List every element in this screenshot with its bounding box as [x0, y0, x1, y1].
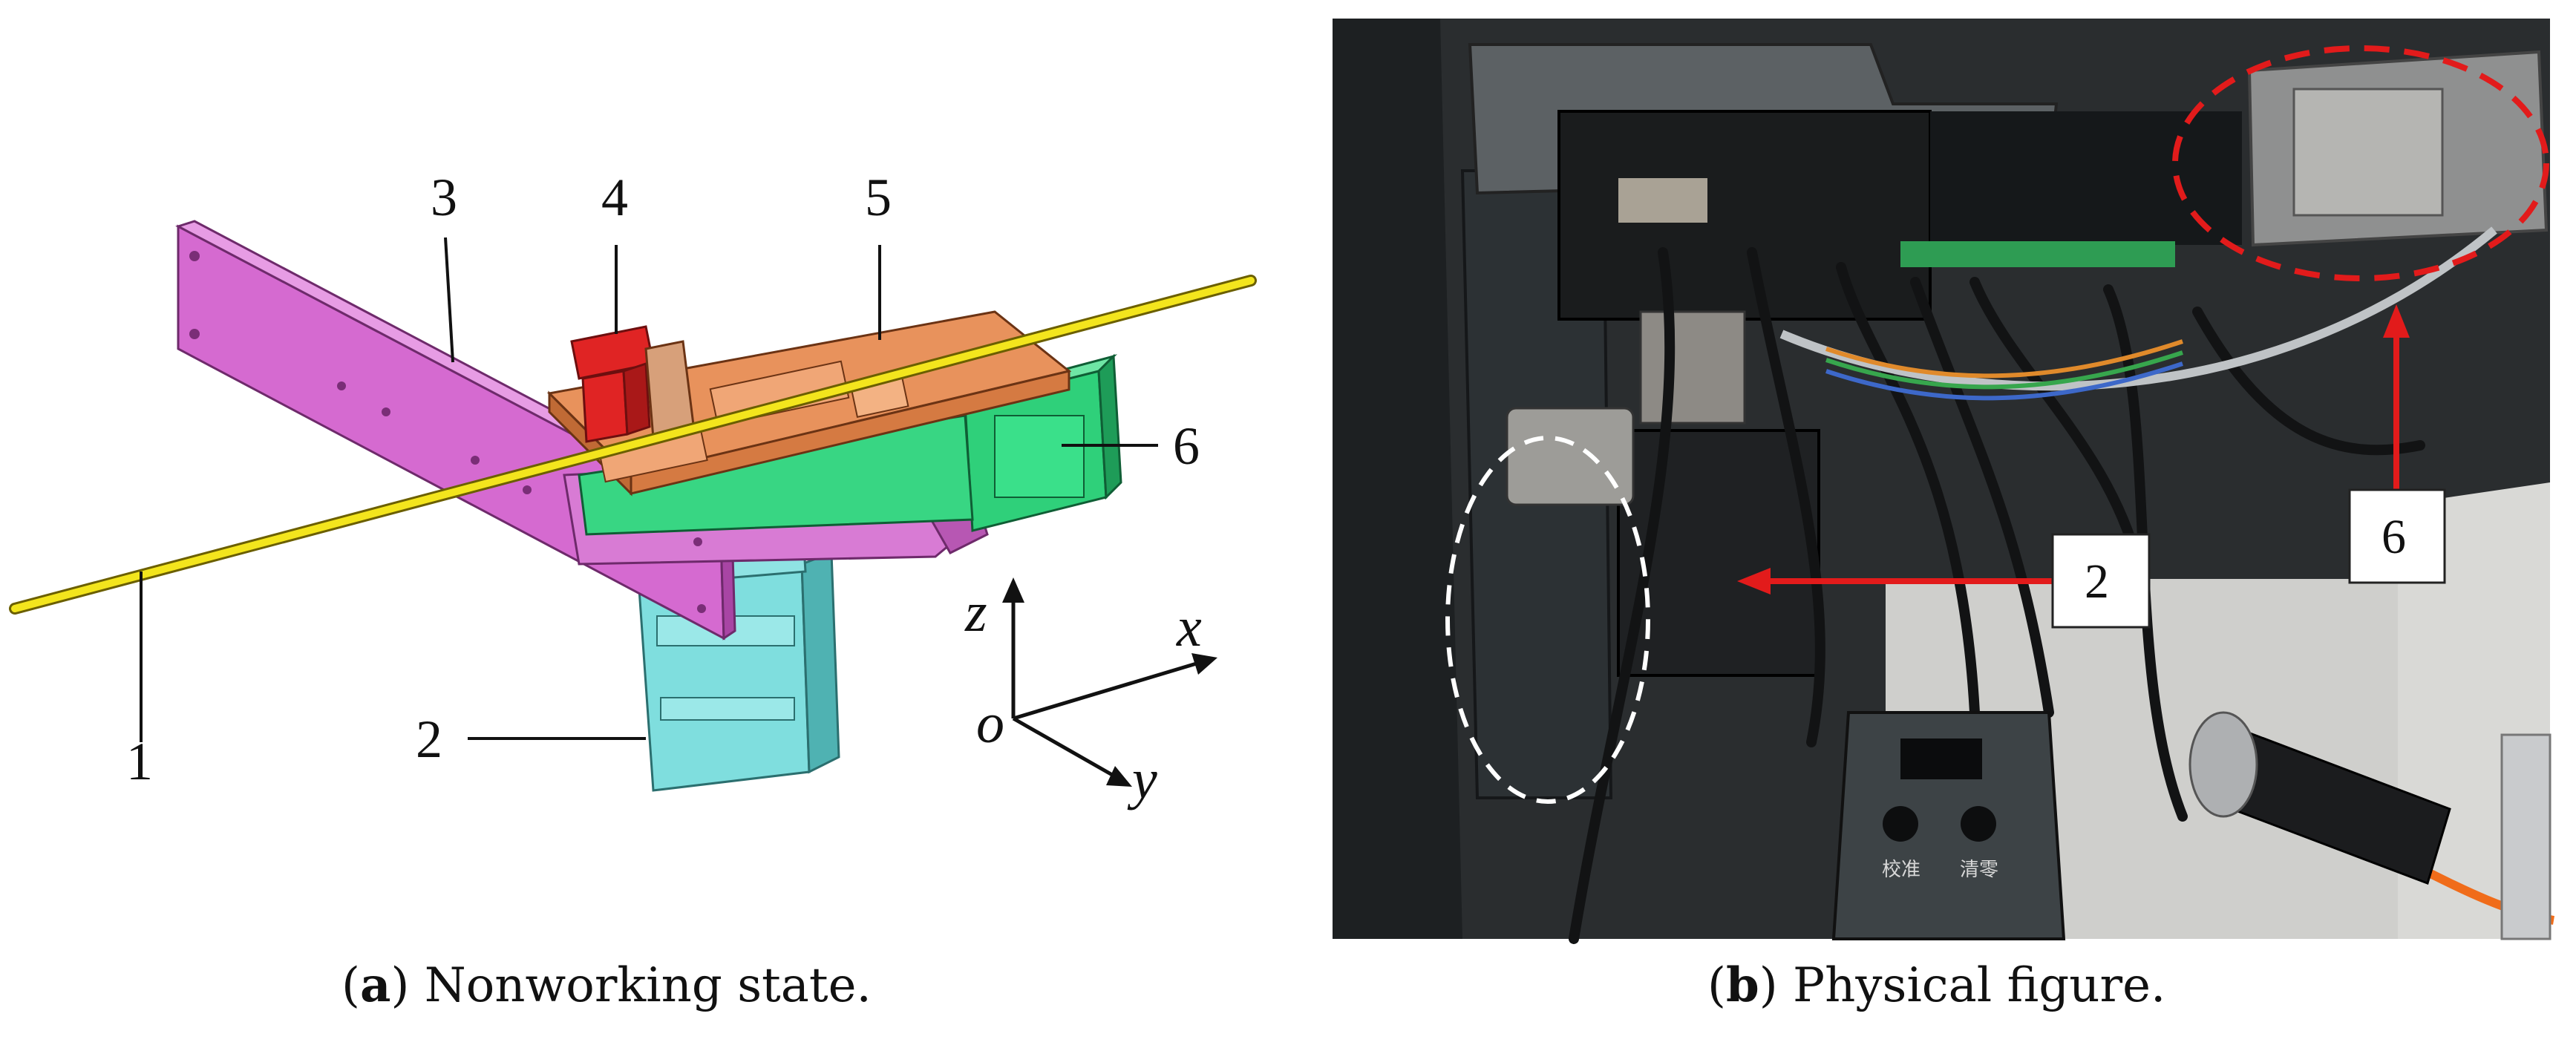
caption-b-letter: b	[1725, 957, 1759, 1013]
part-label-1: 1	[126, 732, 153, 791]
green-wire	[1825, 350, 2183, 390]
coupler	[1639, 310, 1746, 425]
enclosure-door	[1333, 19, 1462, 939]
motor-body	[2292, 88, 2444, 217]
red-clamp-part-4	[570, 325, 696, 443]
highlight-ellipse-motor-6	[2172, 45, 2549, 281]
axis-label-y: y	[1127, 748, 1157, 810]
cad-drawing: 1 2 3 4 5 6 z x y o	[9, 168, 1257, 810]
callout-arrowhead-2	[1737, 568, 1771, 595]
yellow-wire-part-1	[11, 277, 1255, 612]
callout-label-6: 6	[2382, 510, 2406, 564]
axis-label-x: x	[1176, 596, 1202, 658]
pcb-strip	[1900, 241, 2175, 267]
photo-illustration: 校准 清零 2 6	[1333, 19, 2554, 944]
callout-box-2	[2051, 533, 2151, 629]
panel-a-cad-view: 1 2 3 4 5 6 z x y o	[9, 168, 1257, 810]
upper-carriage	[1930, 111, 2242, 245]
device-button-label-zero: 清零	[1960, 859, 1998, 881]
green-motor-part-6	[578, 353, 1122, 536]
part-label-6: 6	[1173, 416, 1200, 476]
caption-panel-a: (a) Nonworking state.	[341, 957, 872, 1013]
motor-bracket	[1557, 110, 1932, 321]
orange-wire	[1825, 339, 2183, 379]
caption-b-text: Physical figure.	[1777, 958, 2166, 1013]
sensor-cylinder	[2188, 711, 2552, 940]
control-box	[1831, 711, 2066, 940]
shaft-bearing	[1506, 407, 1635, 506]
blue-wire	[1825, 361, 2183, 401]
bracket-block	[1618, 178, 1707, 223]
cyan-motor-part-2	[637, 511, 840, 792]
caption-a-letter: a	[359, 957, 391, 1013]
callout-box-6	[2348, 488, 2446, 584]
part-label-5: 5	[865, 168, 892, 227]
caption-a-text: Nonworking state.	[409, 958, 872, 1013]
axis-label-origin: o	[976, 692, 1004, 755]
panel-b-photo: 校准 清零 2 6	[1307, 0, 2576, 1048]
callout-arrowhead-6	[2383, 304, 2410, 338]
coordinate-axes	[1002, 577, 1217, 787]
part-label-3: 3	[431, 168, 457, 227]
axis-label-z: z	[964, 581, 987, 643]
device-button-label-calibrate: 校准	[1882, 859, 1920, 881]
leader-lines	[140, 237, 1158, 742]
callout-label-2: 2	[2085, 554, 2109, 609]
caption-panel-b: (b) Physical figure.	[1707, 957, 2166, 1013]
highlight-ellipse-motor-2	[1445, 436, 1650, 804]
cable-bundle	[1569, 247, 2425, 944]
part-label-2: 2	[416, 710, 442, 769]
part-label-4: 4	[601, 168, 628, 227]
